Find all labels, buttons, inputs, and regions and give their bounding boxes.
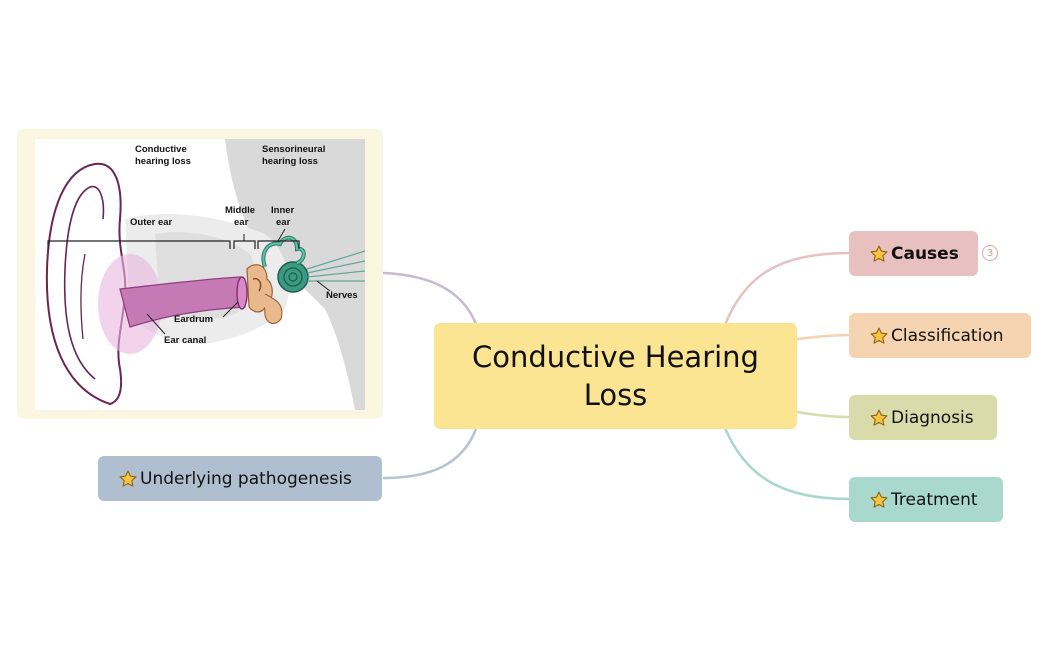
label-inner-ear-line1: Inner [271, 205, 295, 216]
collapsed-count-badge[interactable]: 3 [982, 245, 998, 261]
central-topic-line1: Conductive Hearing [472, 340, 759, 374]
connector-causes [723, 251, 850, 326]
branch-classification[interactable]: Classification [849, 313, 1031, 358]
star-icon [870, 245, 888, 262]
label-nerves: Nerves [326, 290, 358, 301]
branch-treatment-label: Treatment [891, 489, 978, 510]
label-inner-ear-line2: ear [276, 217, 291, 228]
label-ear-canal: Ear canal [164, 335, 206, 346]
ear-anatomy-image-frame[interactable]: Conductive hearing loss Sensorineural he… [17, 129, 383, 419]
star-icon [870, 327, 888, 344]
connector-pathogenesis [382, 428, 478, 480]
label-middle-ear-line1: Middle [225, 205, 255, 216]
connector-image [382, 271, 478, 325]
label-middle-ear-line2: ear [234, 217, 249, 228]
central-topic-line2: Loss [583, 378, 648, 412]
central-topic[interactable]: Conductive Hearing Loss [434, 323, 797, 429]
branch-classification-label: Classification [891, 325, 1004, 346]
star-icon [870, 491, 888, 508]
branch-underlying-pathogenesis[interactable]: Underlying pathogenesis [98, 456, 382, 501]
ear-anatomy-illustration: Conductive hearing loss Sensorineural he… [35, 139, 365, 410]
star-icon [870, 409, 888, 426]
branch-causes[interactable]: Causes [849, 231, 978, 276]
branch-diagnosis-label: Diagnosis [891, 407, 974, 428]
branch-causes-label: Causes [891, 243, 959, 264]
branch-diagnosis[interactable]: Diagnosis [849, 395, 997, 440]
connector-classification [796, 333, 850, 341]
connector-diagnosis [796, 410, 850, 419]
label-eardrum: Eardrum [174, 314, 213, 325]
connector-treatment [723, 427, 850, 501]
star-icon [119, 470, 137, 487]
label-conductive-line2: hearing loss [135, 156, 191, 167]
label-conductive-line1: Conductive [135, 144, 187, 155]
label-sensorineural-line2: hearing loss [262, 156, 318, 167]
branch-treatment[interactable]: Treatment [849, 477, 1003, 522]
label-outer-ear: Outer ear [130, 217, 173, 228]
label-sensorineural-line1: Sensorineural [262, 144, 325, 155]
branch-pathogenesis-label: Underlying pathogenesis [140, 468, 352, 489]
